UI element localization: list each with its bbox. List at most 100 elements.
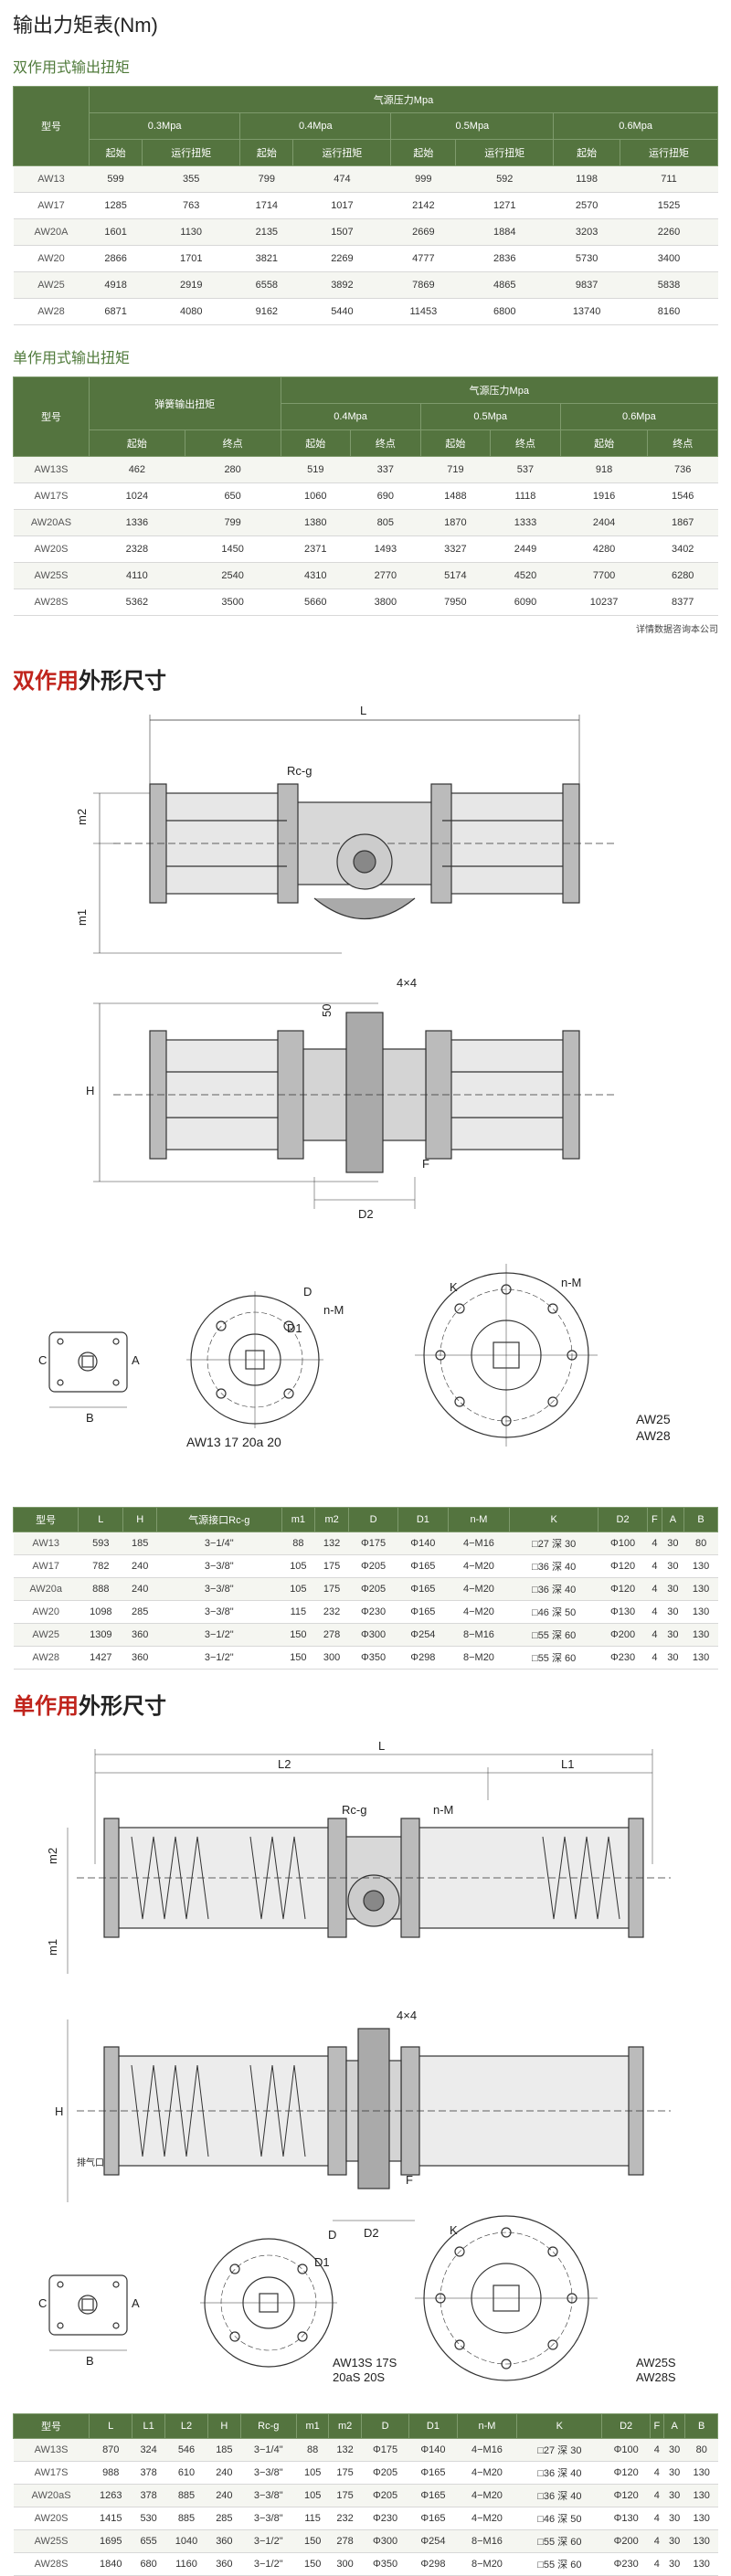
column-header: H bbox=[122, 1507, 158, 1532]
dim-50: 50 bbox=[320, 1004, 334, 1017]
dim-m2: m2 bbox=[75, 809, 89, 825]
value-cell: 2540 bbox=[185, 562, 281, 589]
dim-A: A bbox=[132, 2296, 140, 2310]
column-header: L1 bbox=[132, 2413, 165, 2439]
value-cell: 1714 bbox=[239, 192, 293, 219]
value-cell: 2770 bbox=[350, 562, 421, 589]
value-cell: 30 bbox=[663, 2529, 685, 2553]
value-cell: 4 bbox=[647, 1554, 662, 1578]
value-cell: 4 bbox=[647, 1646, 662, 1670]
value-cell: □27 深 30 bbox=[509, 1532, 599, 1555]
column-header: m2 bbox=[328, 2413, 362, 2439]
sub-header: 起始 bbox=[239, 139, 294, 166]
value-cell: 2142 bbox=[390, 192, 456, 219]
dim-m1: m1 bbox=[46, 1939, 59, 1956]
value-cell: Φ230 bbox=[361, 2507, 409, 2530]
value-cell: 1525 bbox=[620, 192, 718, 219]
sub-header: 起始 bbox=[553, 139, 620, 166]
column-header: A bbox=[661, 1507, 685, 1532]
value-cell: Φ130 bbox=[598, 1600, 648, 1624]
spring-header: 弹簧输出扭矩 bbox=[89, 376, 281, 430]
label-rcg: Rc-g bbox=[342, 1803, 366, 1817]
model-cell: AW25 bbox=[13, 271, 90, 299]
value-cell: 4777 bbox=[390, 245, 456, 272]
double-torque-table: 型号 气源压力Mpa 0.3Mpa 0.4Mpa 0.5Mpa 0.6Mpa 起… bbox=[13, 86, 719, 325]
value-cell: 462 bbox=[89, 456, 185, 483]
column-header: 气源接口Rc-g bbox=[156, 1507, 282, 1532]
caption-left: AW13 17 20a 20 bbox=[186, 1435, 281, 1449]
value-cell: □55 深 60 bbox=[516, 2552, 602, 2576]
pressure-col: 0.6Mpa bbox=[553, 112, 718, 140]
value-cell: 1309 bbox=[78, 1623, 123, 1647]
value-cell: 30 bbox=[662, 1554, 684, 1578]
sub-header: 运行扭矩 bbox=[292, 139, 392, 166]
value-cell: 3892 bbox=[292, 271, 391, 299]
sub-header: 终点 bbox=[184, 429, 281, 457]
value-cell: 4 bbox=[647, 1623, 662, 1647]
value-cell: 3−1/4" bbox=[156, 1532, 282, 1555]
column-header: n-M bbox=[456, 2413, 518, 2439]
value-cell: 6871 bbox=[89, 298, 143, 325]
value-cell: Φ205 bbox=[361, 2461, 409, 2485]
value-cell: 10237 bbox=[560, 588, 648, 616]
value-cell: 1695 bbox=[89, 2529, 132, 2553]
value-cell: 2260 bbox=[620, 218, 718, 246]
value-cell: 3−3/8" bbox=[156, 1600, 282, 1624]
model-cell: AW13 bbox=[13, 165, 90, 193]
value-cell: Φ254 bbox=[408, 2529, 458, 2553]
value-cell: 4520 bbox=[490, 562, 561, 589]
column-header: n-M bbox=[447, 1507, 511, 1532]
value-cell: 150 bbox=[281, 1646, 315, 1670]
pressure-col: 0.6Mpa bbox=[559, 403, 719, 430]
value-cell: 130 bbox=[683, 1554, 718, 1578]
value-cell: Φ165 bbox=[408, 2461, 458, 2485]
value-cell: Φ230 bbox=[601, 2552, 651, 2576]
single-torque-title: 单作用式输出扭矩 bbox=[13, 351, 131, 366]
sub-header: 起始 bbox=[280, 429, 352, 457]
value-cell: 4 bbox=[650, 2484, 664, 2507]
value-cell: 1415 bbox=[89, 2507, 132, 2530]
caption-right-1: AW25 bbox=[636, 1412, 671, 1426]
dim-D: D bbox=[328, 2228, 336, 2242]
value-cell: 130 bbox=[684, 2461, 718, 2485]
value-cell: □55 深 60 bbox=[509, 1623, 599, 1647]
value-cell: Φ205 bbox=[348, 1554, 398, 1578]
value-cell: □46 深 50 bbox=[516, 2507, 602, 2530]
value-cell: 130 bbox=[684, 2552, 718, 2576]
value-cell: 3−3/8" bbox=[156, 1554, 282, 1578]
value-cell: 4−M20 bbox=[457, 2484, 517, 2507]
value-cell: 711 bbox=[620, 165, 718, 193]
dim-L: L bbox=[378, 1739, 385, 1753]
label-nM: n-M bbox=[433, 1803, 453, 1817]
column-header: K bbox=[509, 1507, 599, 1532]
label-nM-right: n-M bbox=[561, 1276, 581, 1289]
value-cell: 4−M20 bbox=[457, 2461, 517, 2485]
value-cell: 1040 bbox=[164, 2529, 208, 2553]
dim-K: K bbox=[450, 1280, 458, 1294]
double-dims-title: 双作用外形尺寸 bbox=[0, 663, 731, 694]
value-cell: 655 bbox=[132, 2529, 165, 2553]
sub-header: 起始 bbox=[559, 429, 649, 457]
value-cell: 80 bbox=[684, 2438, 718, 2462]
double-torque-title: 双作用式输出扭矩 bbox=[13, 60, 131, 76]
dim-D2: D2 bbox=[358, 1207, 374, 1221]
value-cell: 2371 bbox=[281, 535, 351, 563]
model-header: 型号 bbox=[13, 376, 90, 457]
value-cell: 240 bbox=[207, 2461, 241, 2485]
column-header: D2 bbox=[597, 1507, 649, 1532]
value-cell: 5730 bbox=[553, 245, 620, 272]
value-cell: 8−M16 bbox=[457, 2529, 517, 2553]
value-cell: 885 bbox=[164, 2484, 208, 2507]
column-header: B bbox=[683, 1507, 718, 1532]
value-cell: 1450 bbox=[185, 535, 281, 563]
caption-right-2: AW28S bbox=[636, 2370, 676, 2384]
value-cell: 280 bbox=[185, 456, 281, 483]
value-cell: 3−3/8" bbox=[156, 1577, 282, 1601]
model-cell: AW20 bbox=[13, 1600, 79, 1624]
value-cell: Φ165 bbox=[397, 1554, 449, 1578]
